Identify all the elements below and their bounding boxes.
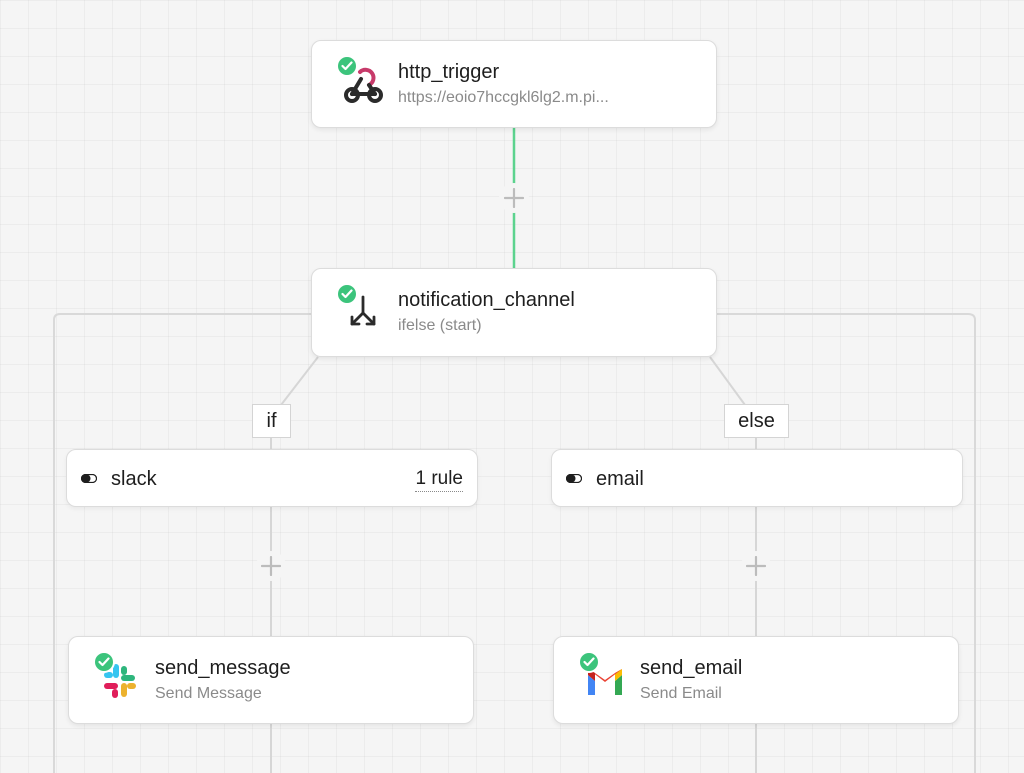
add-step-button-slack[interactable]	[256, 551, 286, 581]
send-email-node-title: send_email	[640, 657, 743, 679]
send-message-node-title: send_message	[155, 657, 291, 679]
branch-rule-count[interactable]: 1 rule	[415, 468, 463, 492]
trigger-node-title: http_trigger	[398, 61, 500, 83]
send-message-node[interactable]: send_message Send Message	[68, 636, 474, 724]
trigger-node-icon	[336, 55, 386, 105]
slack-icon	[104, 664, 136, 698]
branch-name-slack: slack	[111, 468, 157, 490]
toggle-icon	[566, 474, 582, 483]
if-diagonal-edge	[280, 356, 319, 406]
toggle-icon	[81, 474, 97, 483]
success-check-icon	[336, 55, 358, 77]
send-message-node-icon	[93, 651, 143, 701]
else-branch-frame	[717, 313, 976, 773]
add-step-button-email[interactable]	[741, 551, 771, 581]
if-branch-frame	[53, 313, 311, 773]
send-email-node-icon	[578, 651, 628, 701]
add-step-button-trigger[interactable]	[499, 183, 529, 213]
branch-name-email: email	[596, 468, 644, 490]
router-node-title: notification_channel	[398, 289, 575, 311]
success-check-icon	[578, 651, 600, 673]
success-check-icon	[93, 651, 115, 673]
router-node-icon	[336, 283, 386, 333]
webhook-icon	[344, 67, 383, 103]
else-condition-label: else	[724, 404, 789, 438]
router-node-subtitle: ifelse (start)	[398, 317, 482, 334]
plus-icon	[504, 188, 524, 208]
plus-icon	[261, 556, 281, 576]
trigger-node-url: https://eoio7hccgkl6lg2.m.pi...	[398, 89, 609, 106]
branch-split-icon	[350, 295, 376, 326]
router-node[interactable]: notification_channel ifelse (start)	[311, 268, 717, 357]
branch-node-slack[interactable]: slack 1 rule	[66, 449, 478, 507]
else-diagonal-edge	[709, 356, 746, 406]
success-check-icon	[336, 283, 358, 305]
trigger-node[interactable]: http_trigger https://eoio7hccgkl6lg2.m.p…	[311, 40, 717, 128]
send-message-node-subtitle: Send Message	[155, 685, 262, 702]
send-email-node-subtitle: Send Email	[640, 685, 722, 702]
if-condition-label: if	[252, 404, 291, 438]
send-email-node[interactable]: send_email Send Email	[553, 636, 959, 724]
plus-icon	[746, 556, 766, 576]
branch-node-email[interactable]: email	[551, 449, 963, 507]
